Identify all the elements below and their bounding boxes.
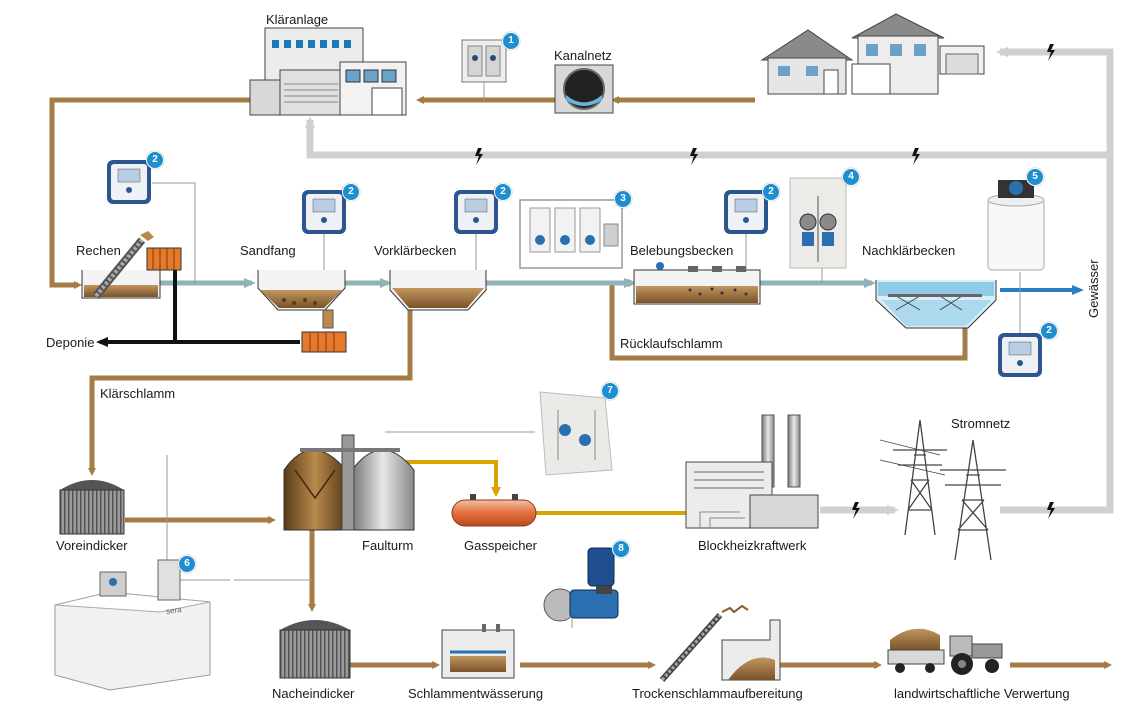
label-kanalnetz: Kanalnetz: [554, 48, 612, 63]
screenings-lines: [96, 270, 300, 347]
label-stromnetz: Stromnetz: [951, 416, 1011, 431]
badge-3: 3: [614, 190, 632, 208]
badge-5: 5: [1026, 168, 1044, 186]
chemical-tank-icon: [987, 180, 1045, 271]
screenings-container-icon: [301, 331, 347, 353]
label-klaeranlage: Kläranlage: [266, 12, 329, 27]
sludge-drying-icon: [659, 604, 781, 682]
badge-2: 2: [342, 183, 360, 201]
primary-clarifier-icon: [389, 270, 487, 311]
pre-thickener-icon: [59, 480, 125, 535]
badge-4: 4: [842, 168, 860, 186]
sewer-pipe-icon: [554, 64, 614, 114]
sensor-device-icon: [302, 190, 346, 234]
label-sandfang: Sandfang: [240, 243, 296, 258]
label-nacheindicker: Nacheindicker: [272, 686, 355, 701]
control-cabinet-icon: [461, 39, 507, 83]
badge-2: 2: [1040, 322, 1058, 340]
label-belebungsbecken: Belebungsbecken: [630, 243, 734, 258]
lightning-icons: [475, 44, 1055, 519]
gas-line: [390, 460, 501, 497]
label-gewaesser: Gewässer: [1086, 259, 1101, 318]
label-voreindicker: Voreindicker: [56, 538, 128, 553]
badge-1: 1: [502, 32, 520, 50]
label-deponie: Deponie: [46, 335, 95, 350]
sensor-device-icon: [724, 190, 768, 234]
secondary-clarifier-icon: [875, 280, 997, 329]
gas-storage-icon: [451, 494, 537, 527]
label-trockenschlamm: Trockenschlammaufbereitung: [632, 686, 803, 701]
label-faulturm: Faulturm: [362, 538, 414, 553]
label-klaerschlamm: Klärschlamm: [100, 386, 176, 401]
gas-control-panel-icon: [539, 391, 613, 476]
badge-2: 2: [762, 183, 780, 201]
label-gasspeicher: Gasspeicher: [464, 538, 537, 553]
aeration-tank-icon: [633, 262, 761, 305]
sensor-device-icon: [454, 190, 498, 234]
badge-2: 2: [494, 183, 512, 201]
post-thickener-icon: [279, 620, 351, 679]
chp-plant-icon: [685, 414, 819, 529]
sludge-lines: [49, 96, 1112, 669]
badge-8: 8: [612, 540, 630, 558]
screen-rake-icon: [81, 231, 182, 299]
houses-icon: [760, 13, 985, 95]
dewatering-unit-icon: [441, 624, 515, 679]
badge-6: 6: [178, 555, 196, 573]
badge-7: 7: [601, 382, 619, 400]
label-nachklaerbecken: Nachklärbecken: [862, 243, 956, 258]
tractor-icon: [887, 628, 1003, 675]
sensor-device-icon: [998, 333, 1042, 377]
badge-2: 2: [146, 151, 164, 169]
treatment-plant-building-icon: [249, 27, 407, 116]
sensor-device-icon: [107, 160, 151, 204]
polymer-unit-icon: [54, 559, 211, 691]
dosing-pump-icon: [543, 547, 619, 622]
label-vorklaerbecken: Vorklärbecken: [374, 243, 457, 258]
label-ruecklaufschlamm: Rücklaufschlamm: [620, 336, 723, 351]
label-schlammentwaesserung: Schlammentwässerung: [408, 686, 544, 701]
dosing-station-icon: [519, 199, 623, 269]
power-pylon-icon: [879, 419, 1006, 561]
digester-icon: [283, 434, 415, 531]
dosing-panel-icon: [789, 177, 847, 269]
label-rechen: Rechen: [76, 243, 121, 258]
grit-chamber-icon: [257, 270, 346, 329]
label-verwertung: landwirtschaftliche Verwertung: [894, 686, 1070, 701]
label-blockheizkraftwerk: Blockheizkraftwerk: [698, 538, 807, 553]
